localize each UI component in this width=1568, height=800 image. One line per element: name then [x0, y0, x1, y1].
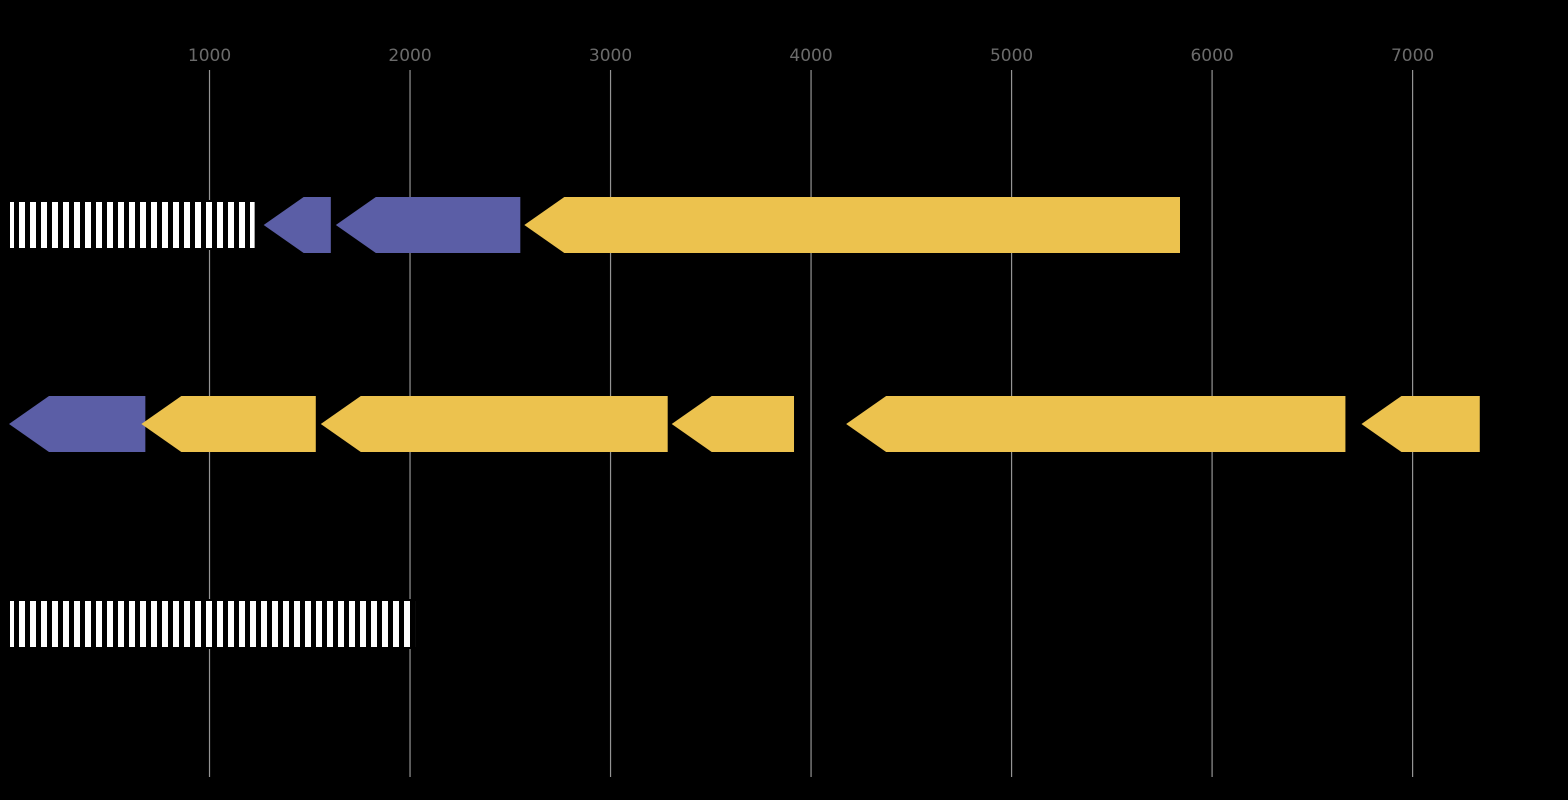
axis-tick-label: 2000 [388, 46, 431, 66]
track-3 [8, 599, 418, 649]
axis-tick-labels: 1000 2000 3000 4000 5000 6000 7000 [188, 46, 1434, 66]
axis-tick-label: 5000 [990, 46, 1033, 66]
striped-region [8, 200, 257, 250]
gene-arrow-blue [263, 197, 331, 253]
axis-tick-label: 4000 [789, 46, 832, 66]
gene-arrow-yellow [671, 396, 795, 452]
axis-tick-label: 1000 [188, 46, 231, 66]
axis-tick-label: 3000 [589, 46, 632, 66]
gene-arrow-yellow [524, 197, 1181, 253]
gene-arrow-yellow [1361, 396, 1480, 452]
track-2 [9, 396, 1480, 452]
striped-region [8, 599, 418, 649]
gene-arrow-yellow [141, 396, 316, 452]
axis-tick-label: 7000 [1391, 46, 1434, 66]
gene-arrow-blue [9, 396, 146, 452]
gene-arrow-blue [335, 197, 521, 253]
track-1 [8, 197, 1181, 253]
gene-arrow-yellow [320, 396, 668, 452]
gene-arrow-yellow [846, 396, 1346, 452]
axis-tick-label: 6000 [1190, 46, 1233, 66]
